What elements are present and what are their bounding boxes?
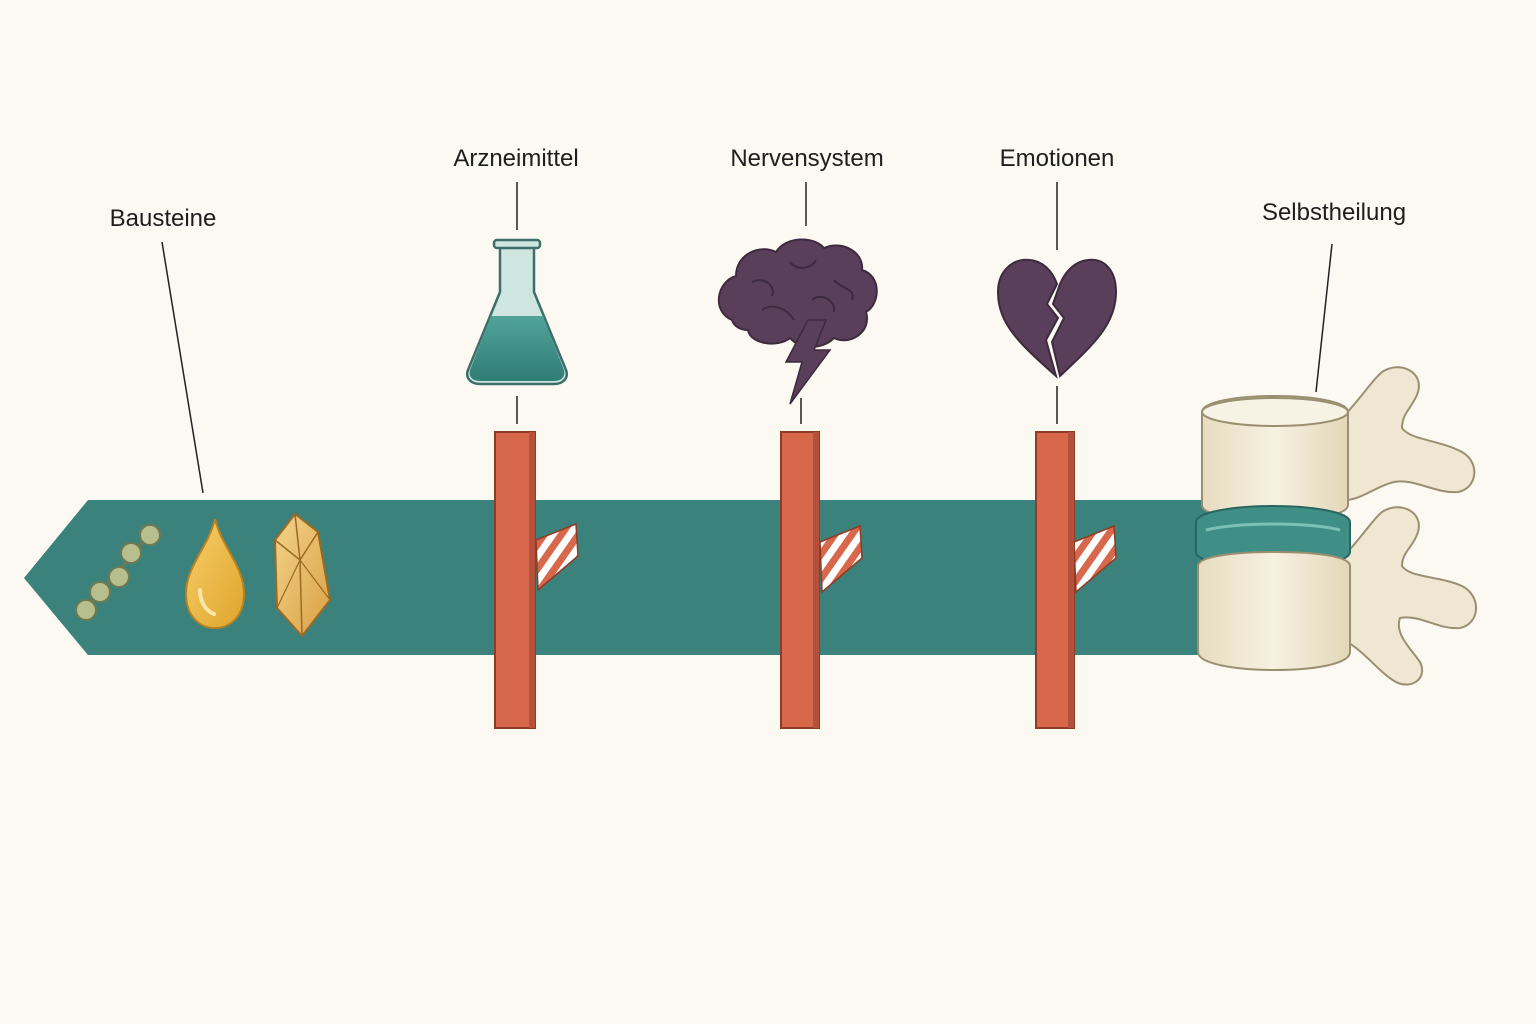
label-nervensystem: Nervensystem (730, 145, 883, 172)
barrier-nervensystem (780, 431, 863, 729)
crystal-icon (273, 512, 332, 638)
barrier-emotionen (1035, 431, 1117, 729)
label-emotionen: Emotionen (1000, 145, 1115, 172)
broken-heart-icon (996, 258, 1118, 380)
label-arzneimittel: Arzneimittel (453, 145, 578, 172)
bead-chain-icon (75, 524, 161, 621)
pathway-arrow (24, 500, 1245, 655)
bausteine-leader-line (161, 241, 204, 494)
oil-drop-icon (184, 518, 246, 630)
label-bausteine: Bausteine (110, 205, 217, 232)
label-selbstheilung: Selbstheilung (1262, 199, 1406, 226)
barrier-arzneimittel (494, 431, 579, 729)
brain-lightning-icon (717, 238, 878, 405)
spine-vertebrae-icon (1195, 366, 1477, 686)
selbstheilung-leader-line (1315, 243, 1333, 393)
flask-icon (466, 238, 568, 386)
